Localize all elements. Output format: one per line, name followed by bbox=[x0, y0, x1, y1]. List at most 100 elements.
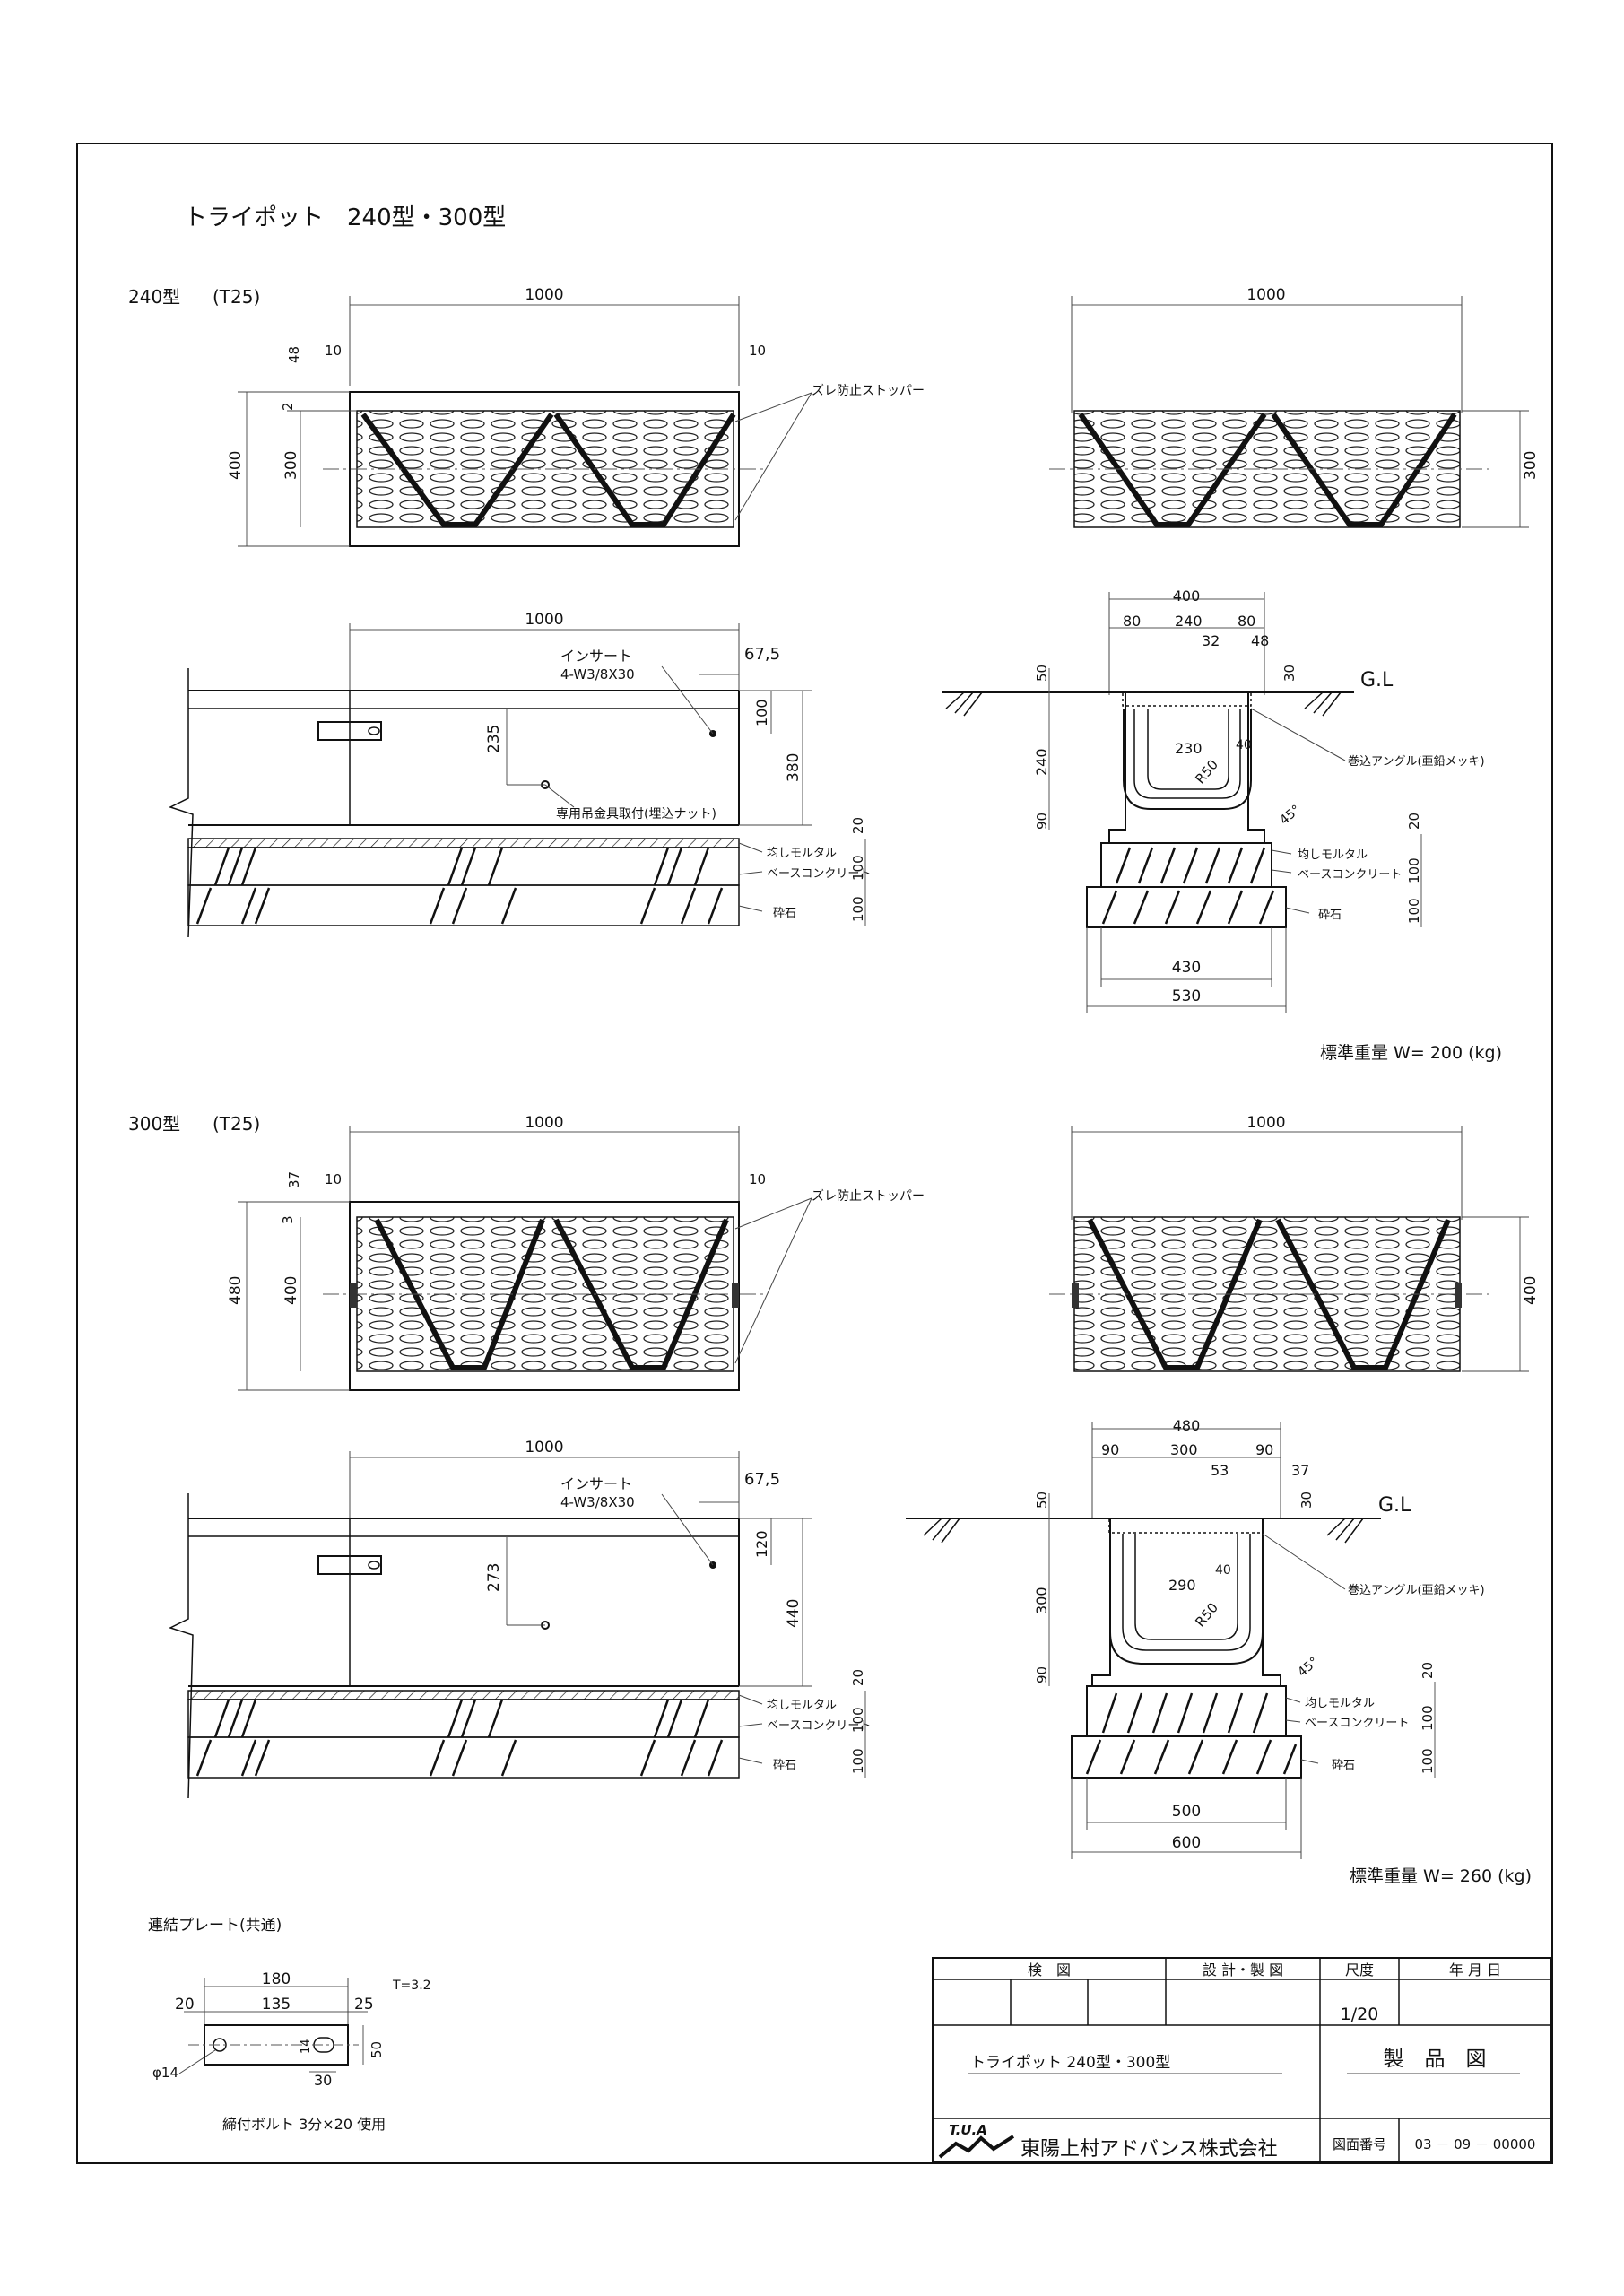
type240-insert-label: インサート bbox=[560, 648, 632, 665]
type240-hole-height-dim: 235 bbox=[485, 725, 503, 753]
type240-length-dim: 1000 bbox=[525, 286, 563, 304]
plate-width-right-dim: 25 bbox=[354, 1996, 374, 2013]
type300-sec-inner-dim: 300 bbox=[1170, 1441, 1198, 1458]
type300-grate-height-dim: 400 bbox=[282, 1276, 300, 1305]
type300-right-length-dim: 1000 bbox=[1246, 1114, 1285, 1132]
titleblock-drawing-name: トライポット 240型・300型 bbox=[970, 2054, 1170, 2072]
type300-hole-height-dim: 273 bbox=[485, 1563, 503, 1592]
type240-sec-20-dim: 20 bbox=[1406, 813, 1422, 830]
type240-lift-label: 専用吊金具取付(埋込ナット) bbox=[556, 807, 716, 822]
type240-mortar-label: 均しモルタル bbox=[767, 847, 837, 860]
type300-sec-30-dim: 30 bbox=[1298, 1492, 1315, 1509]
type240-sec-mortar-label: 均しモルタル bbox=[1298, 848, 1368, 862]
type300-label: 300型 bbox=[128, 1113, 180, 1135]
type240-body-height-dim: 380 bbox=[785, 753, 803, 782]
type240-total-height-dim: 400 bbox=[227, 451, 245, 480]
titleblock-company: 東陽上村アドバンス株式会社 bbox=[1020, 2138, 1278, 2161]
type240-sec-angle-dim: 45° bbox=[1277, 803, 1303, 828]
type300-side-elevation: 1000 67,5 273 インサート 4-W3/8X30 bbox=[169, 1439, 871, 1799]
titleblock-check-label: 検 図 bbox=[1028, 1961, 1071, 1979]
type240-sec-80a-dim: 80 bbox=[1123, 613, 1141, 630]
type300-sec-300v-dim: 300 bbox=[1033, 1587, 1050, 1614]
type300-sec-53-dim: 53 bbox=[1211, 1462, 1229, 1479]
titleblock-number-label: 図面番号 bbox=[1333, 2136, 1386, 2152]
type300-total-height-dim: 480 bbox=[227, 1276, 245, 1305]
type240-sec-outer-dim: 400 bbox=[1173, 587, 1201, 604]
type240-edge-left-dim: 10 bbox=[325, 343, 342, 359]
type240-label: 240型 bbox=[128, 286, 180, 308]
type300-sec-base-label: ベースコンクリート bbox=[1305, 1717, 1409, 1730]
plate-width-total-dim: 180 bbox=[262, 1970, 291, 1988]
company-logo-icon bbox=[938, 2135, 1015, 2159]
type300-base-dim: 100 bbox=[850, 1707, 866, 1733]
type240-sec-530-dim: 530 bbox=[1172, 987, 1201, 1005]
type300-side-length-dim: 1000 bbox=[525, 1439, 563, 1457]
titleblock-date-label: 年 月 日 bbox=[1449, 1961, 1501, 1979]
type240-insert-spec: 4-W3/8X30 bbox=[560, 666, 635, 683]
type300-sec-600-dim: 600 bbox=[1172, 1834, 1201, 1852]
type240-sec-base-label: ベースコンクリート bbox=[1298, 868, 1402, 882]
type240-sec-gravel-label: 砕石 bbox=[1318, 909, 1342, 922]
type300-sec-mortar-label: 均しモルタル bbox=[1305, 1697, 1375, 1710]
type240-grate-top-view: 1000 10 10 48 2 300 400 ズレ防止ストッパー bbox=[227, 286, 925, 547]
titleblock-drawing-type: 製 品 図 bbox=[1384, 2048, 1487, 2071]
titleblock-number: 03 － 09 － 00000 bbox=[1415, 2136, 1536, 2152]
plate-bolt-note: 締付ボルト 3分×20 使用 bbox=[222, 2116, 386, 2133]
type240-sec-30-dim: 30 bbox=[1281, 665, 1298, 682]
type300-sec-r50-dim: R50 bbox=[1192, 1599, 1221, 1630]
plate-title: 連結プレート(共通) bbox=[148, 1917, 282, 1935]
plate-thickness: T=3.2 bbox=[392, 1979, 431, 1993]
plate-width-left-dim: 20 bbox=[175, 1996, 195, 2013]
type300-sec-90-dim: 90 bbox=[1034, 1666, 1050, 1683]
type240-weight: 標準重量 W= 200 (kg) bbox=[1320, 1043, 1502, 1063]
type300-mortar-dim: 20 bbox=[850, 1669, 866, 1686]
type240-stopper-label: ズレ防止ストッパー bbox=[812, 384, 925, 398]
type240-sec-230-dim: 230 bbox=[1175, 740, 1203, 757]
type240-grate-right-view: 1000 300 bbox=[1049, 286, 1540, 528]
titleblock-scale-label: 尺度 bbox=[1345, 1961, 1374, 1979]
plate-hole-dim: φ14 bbox=[152, 2065, 178, 2081]
type240-sec-100b-dim: 100 bbox=[1406, 898, 1422, 924]
titleblock-scale-value: 1/20 bbox=[1341, 2005, 1379, 2024]
plate-slot-height-dim: 14 bbox=[300, 2039, 313, 2054]
type300-right-height-dim: 400 bbox=[1522, 1276, 1540, 1305]
type240-base-dim: 100 bbox=[850, 855, 866, 881]
type300-insert-depth-dim: 120 bbox=[753, 1530, 770, 1558]
type300-sec-40-dim: 40 bbox=[1215, 1563, 1231, 1578]
type300-cross-section: 480 90 300 90 53 37 G.L 290 40 R50 45° 巻… bbox=[906, 1417, 1485, 1859]
type240-angle-label: 巻込アングル(亜鉛メッキ) bbox=[1348, 755, 1485, 769]
type240-sec-r50-dim: R50 bbox=[1192, 756, 1221, 787]
type240-base-label: ベースコンクリート bbox=[767, 867, 871, 881]
type300-sec-20-dim: 20 bbox=[1420, 1662, 1436, 1679]
type300-sec-gravel-label: 砕石 bbox=[1332, 1759, 1355, 1772]
type240-top-gap-dim: 48 bbox=[286, 346, 302, 363]
type240-sec-90-dim: 90 bbox=[1034, 813, 1050, 830]
titleblock-design-label: 設 計・製 図 bbox=[1203, 1961, 1283, 1979]
type240-sec-inner-dim: 240 bbox=[1175, 613, 1203, 630]
type240-gl-label: G.L bbox=[1360, 669, 1394, 691]
type240-sec-430-dim: 430 bbox=[1172, 959, 1201, 977]
type300-sec-100b-dim: 100 bbox=[1420, 1748, 1436, 1774]
type240-sec-100a-dim: 100 bbox=[1406, 857, 1422, 883]
type240-lip-dim: 2 bbox=[280, 402, 296, 411]
type240-base-hatch bbox=[195, 847, 724, 925]
plate-width-mid-dim: 135 bbox=[262, 1996, 291, 2013]
type300-gravel-label: 砕石 bbox=[773, 1759, 796, 1772]
type300-angle-label: 巻込アングル(亜鉛メッキ) bbox=[1348, 1584, 1485, 1597]
type240-right-height-dim: 300 bbox=[1522, 451, 1540, 480]
type300-grate-right-view: 1000 400 bbox=[1049, 1114, 1540, 1372]
type300-length-dim: 1000 bbox=[525, 1114, 563, 1132]
type300-insert-offset-dim: 67,5 bbox=[744, 1470, 780, 1489]
type300-stopper-label: ズレ防止ストッパー bbox=[812, 1189, 925, 1204]
type300-sec-angle-dim: 45° bbox=[1295, 1655, 1321, 1680]
type300-gravel-dim: 100 bbox=[850, 1748, 866, 1774]
type240-insert-depth-dim: 100 bbox=[753, 699, 770, 726]
type240-grate-height-dim: 300 bbox=[282, 451, 300, 480]
type300-sec-37-dim: 37 bbox=[1291, 1462, 1309, 1479]
type240-gravel-dim: 100 bbox=[850, 896, 866, 922]
type300-sec-290-dim: 290 bbox=[1168, 1577, 1196, 1594]
type300-sec-outer-dim: 480 bbox=[1173, 1417, 1201, 1434]
type300-sec-500-dim: 500 bbox=[1172, 1803, 1201, 1821]
type300-load: (T25) bbox=[213, 1113, 260, 1135]
